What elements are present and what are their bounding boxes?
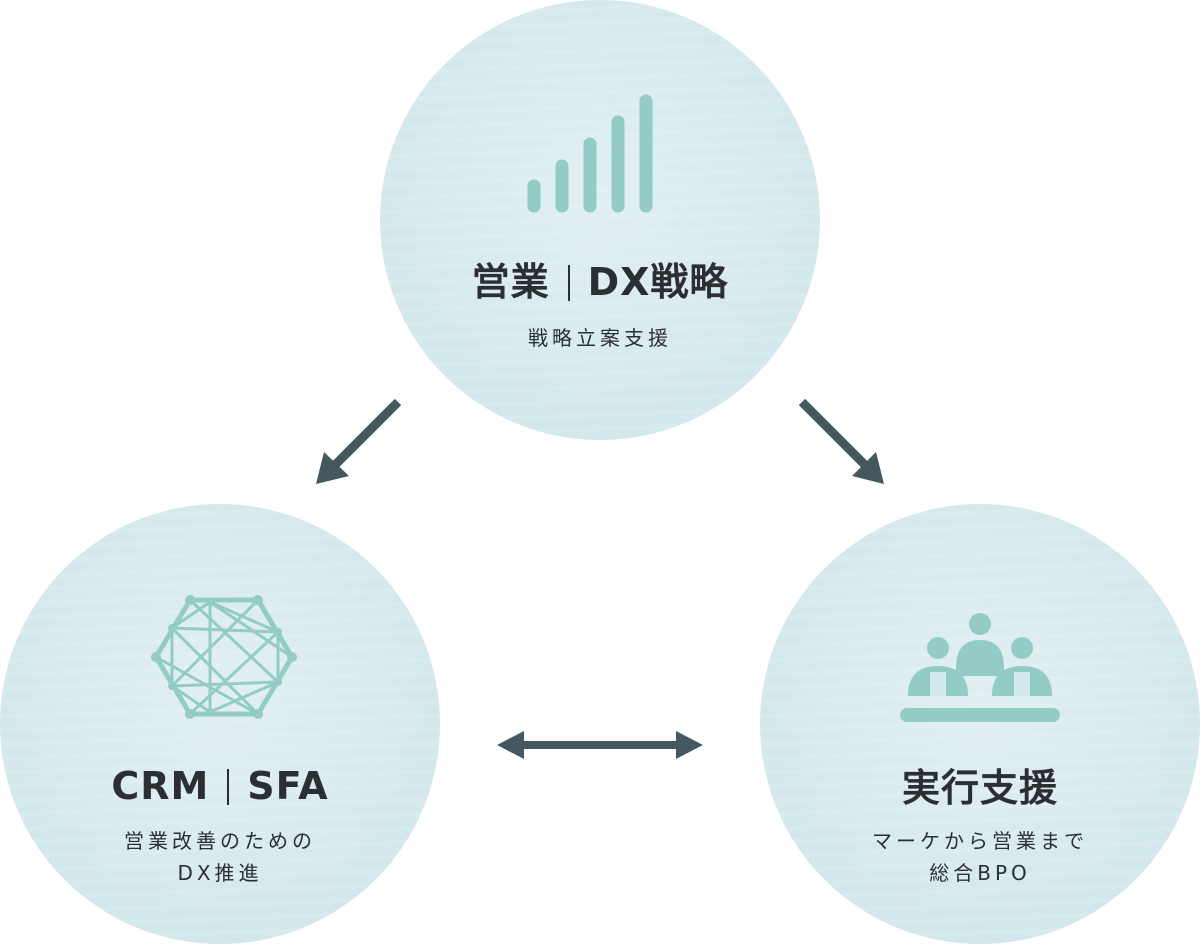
node-title: CRM SFA	[0, 764, 440, 808]
node-title: 営業 DX戦略	[380, 260, 820, 304]
node-subtitle-line2: 総合BPO	[929, 861, 1031, 885]
network-hexagon-icon	[151, 595, 297, 719]
node-subtitle-line2: DX推進	[177, 861, 263, 885]
node-title: 実行支援	[901, 766, 1058, 810]
node-subtitle-line1: マーケから営業まで	[872, 829, 1088, 853]
node-subtitle-line1: 営業改善のための	[124, 829, 316, 853]
title-separator	[567, 265, 570, 301]
arrow-strategy-to-crm	[316, 398, 402, 484]
signal-bars-icon	[527, 94, 653, 213]
node-crm-sfa: CRM SFA 営業改善のための DX推進	[0, 504, 440, 944]
title-separator	[227, 769, 230, 805]
title-right: DX戦略	[587, 260, 729, 304]
arrow-crm-execution-bidirectional	[497, 731, 703, 759]
title-left: CRM	[111, 764, 210, 808]
node-subtitle: 戦略立案支援	[528, 326, 672, 350]
node-execution-support: 実行支援 マーケから営業まで 総合BPO	[760, 504, 1200, 944]
arrow-strategy-to-execution	[798, 398, 884, 484]
node-sales-dx-strategy: 営業 DX戦略 戦略立案支援	[380, 0, 820, 440]
team-meeting-icon	[900, 613, 1060, 722]
title-left: 営業	[471, 260, 550, 304]
title-right: SFA	[247, 764, 329, 808]
